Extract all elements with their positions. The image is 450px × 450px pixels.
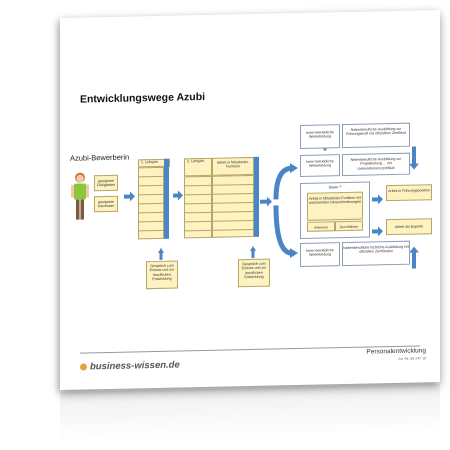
flow-arrows <box>124 146 419 269</box>
diagram-graphics <box>71 135 419 269</box>
train-cell: Anlernen <box>307 221 335 232</box>
year2-column <box>184 175 212 239</box>
talk-box-2: Gespräch zum Einsatz und zur beruflichen… <box>238 258 270 288</box>
arrow-curve-down <box>273 205 293 256</box>
center-work-box: Arbeit in Mitarbeiter-Funktion mit wachs… <box>307 191 363 221</box>
category-label: Personalentwicklung <box>366 347 426 356</box>
arrow-to-center <box>260 196 272 207</box>
person-icon <box>71 172 89 220</box>
external-training-top: Nebenberufliche Ausbildung zur Führungsk… <box>342 122 410 149</box>
target-management: Arbeit in Führungsposition <box>386 184 432 202</box>
target-expert: Arbeit als Experte <box>386 218 432 236</box>
article-number: Art.-Nr. 86 247 10 <box>398 356 426 361</box>
arrow-up-talk1 <box>158 247 164 260</box>
job-column <box>212 174 254 238</box>
job-header: Arbeit in Mitarbeiter-Funktion <box>212 156 254 176</box>
arrow-curve-up-head <box>290 163 298 174</box>
external-training-bottom: Nebenberufliche fachliche Ausbildung mit… <box>342 240 410 267</box>
center-block: Dauer ? Arbeit in Mitarbeiter-Funktion m… <box>300 181 370 239</box>
year1-bar <box>164 158 169 239</box>
arrow-top-to-target <box>409 146 419 170</box>
arrow-to-year1 <box>124 191 135 202</box>
arrow-bottom-to-target <box>409 246 419 269</box>
arrow-to-year2 <box>173 190 183 201</box>
paper-reflection <box>60 384 440 442</box>
internal-training-top: Inner-betriebliche Weiterbildung <box>300 124 340 149</box>
applicant-skills-box: geeignete Fähigkeiten <box>94 174 118 192</box>
internal-training-bottom: Inner-betriebliche Weiterbildung <box>300 242 340 267</box>
arrow-curve-up <box>273 165 293 200</box>
arrow-to-expert <box>372 226 383 237</box>
document-page: Entwicklungswege Azubi Azubi-Bewerberin <box>60 10 440 391</box>
talk-box-1: Gespräch zum Einsatz und zur beruflichen… <box>146 260 178 290</box>
duration-label: Dauer ? <box>328 185 342 190</box>
arrow-curve-down-head <box>290 248 298 259</box>
year2-bar <box>254 156 259 237</box>
external-training-mid: Nebenberufliche Ausbildung zur Projektle… <box>342 152 410 177</box>
internal-training-mid: Inner-betriebliche Weiterbildung <box>300 154 340 177</box>
applicant-interests-box: geeignete Interessen <box>94 195 118 213</box>
year1-column <box>138 166 164 240</box>
brand-name: business-wissen.de <box>90 359 180 373</box>
year2-header: 2. Lehrjahr <box>184 157 212 177</box>
execute-cell: Durchführen <box>335 220 363 232</box>
arrow-up-talk2 <box>250 245 256 258</box>
arrow-center-to-target <box>372 194 383 205</box>
